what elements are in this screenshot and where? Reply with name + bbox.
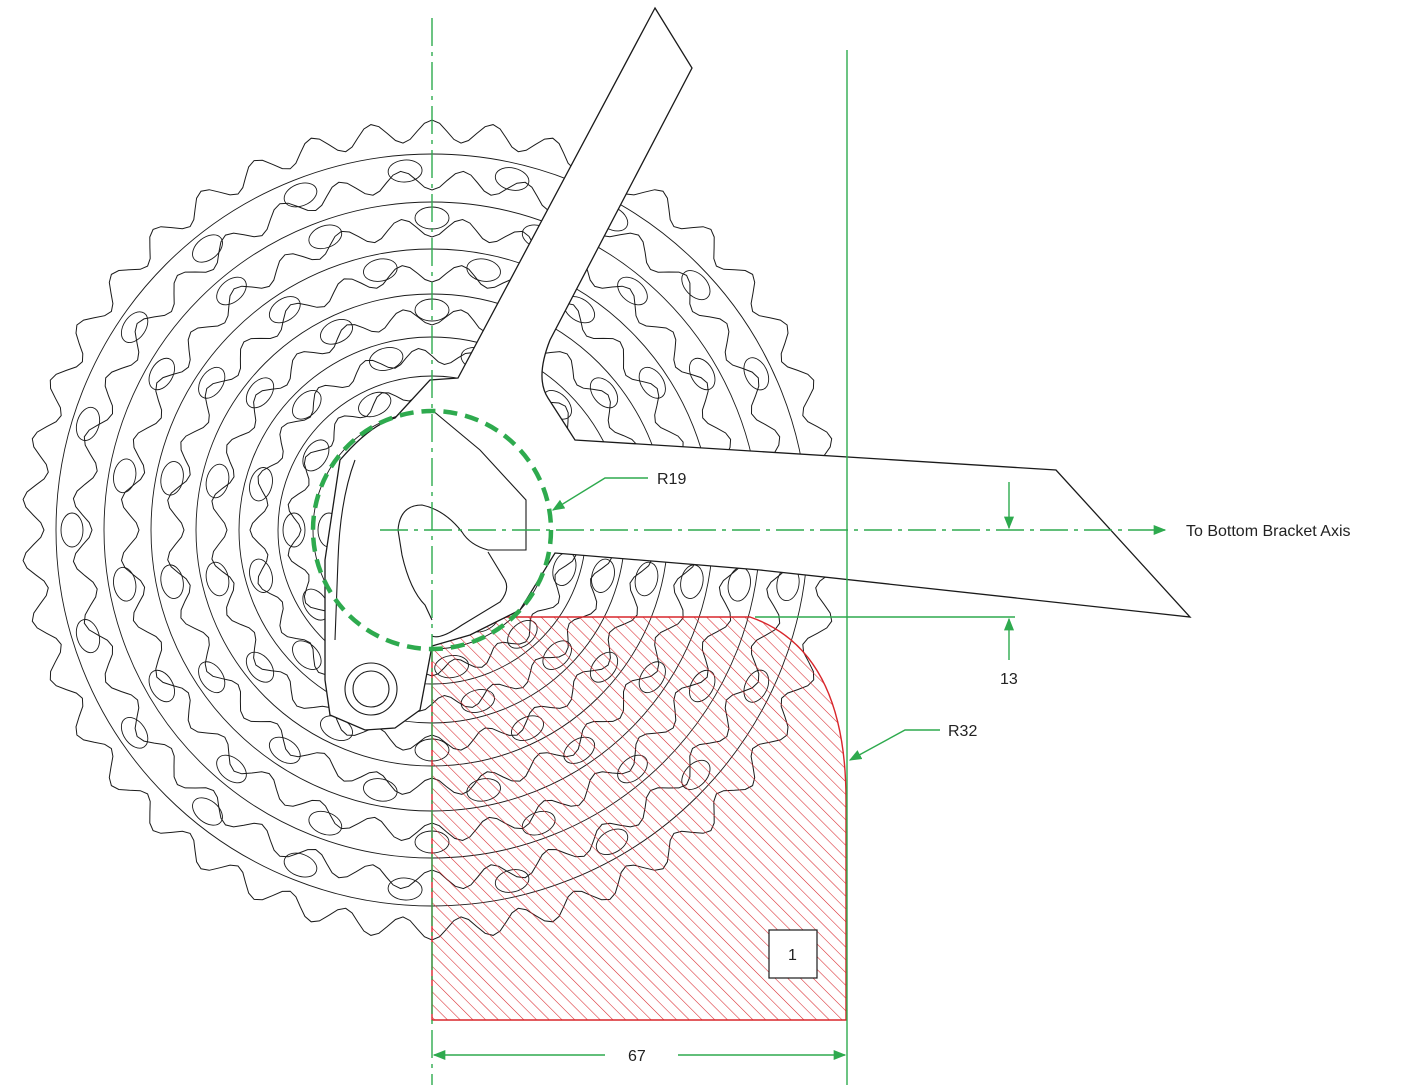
r32-leader (848, 729, 940, 761)
sprocket-cutout (113, 458, 137, 494)
dim-13-label: 13 (1000, 671, 1018, 688)
sprocket-cutout (283, 182, 318, 208)
sprocket-cutout (494, 167, 530, 191)
sprocket-cutout (160, 564, 184, 599)
sprocket-cutout (638, 366, 666, 399)
r19-circle (310, 408, 554, 652)
sprocket-cutout (387, 159, 423, 183)
sprocket-cutout (681, 270, 711, 301)
sprocket-cutout (268, 296, 301, 324)
sprocket-cutout (308, 810, 343, 836)
sprocket-cutout (192, 234, 223, 263)
sprocket-cutout (148, 669, 176, 703)
dim-67-label: 67 (628, 1048, 646, 1065)
sprocket-cutout (60, 512, 84, 548)
sprocket-cutout (198, 366, 226, 399)
sprocket-cutout (160, 461, 184, 496)
frame-stays (324, 6, 1192, 731)
sprocket-cutout (148, 357, 176, 391)
sprocket-cutout (466, 258, 501, 282)
bb-axis-label: To Bottom Bracket Axis (1186, 523, 1351, 540)
sprocket-cutout (249, 467, 273, 502)
zone-number-box (768, 929, 818, 979)
sprocket-cutout (283, 852, 318, 878)
dropout-hanger (334, 409, 527, 716)
sprocket-cutout (358, 391, 392, 418)
sprocket-cutout (302, 439, 330, 472)
sprocket-cutout (634, 561, 659, 597)
r19-leader (551, 477, 648, 511)
sprocket-cutout (249, 558, 273, 593)
sprocket-cutout (205, 561, 230, 597)
r32-label: R32 (948, 723, 977, 740)
sprocket-cutout (369, 347, 404, 371)
sprocket-cutout (688, 357, 716, 391)
sprocket-cutout (292, 390, 322, 420)
sprocket-cutout (743, 357, 770, 391)
sprocket-cutout (727, 566, 751, 602)
sprocket-cutout (245, 651, 275, 683)
sprocket-cutout (216, 754, 247, 784)
sprocket-cutout (198, 661, 226, 694)
r19-label: R19 (657, 471, 686, 488)
sprocket-cutout (308, 224, 343, 250)
sprocket-cutout (363, 258, 398, 282)
sprocket-cutout (216, 276, 247, 306)
sprocket-cutout (205, 463, 230, 499)
sprocket-cutout (192, 797, 223, 826)
sprocket-cutout (282, 512, 306, 548)
sprocket-cutout (680, 564, 704, 599)
sprocket-cutout (363, 778, 398, 802)
sprocket-cutout (320, 318, 353, 345)
sprocket-cutout (589, 377, 619, 409)
sprocket-cutout (120, 716, 149, 749)
sprocket-cutout (75, 619, 101, 654)
sprocket-cutout (120, 311, 149, 344)
sprocket-cutout (387, 877, 423, 901)
sprocket-cutout (75, 406, 101, 441)
sprocket-cutout (113, 566, 137, 602)
sprocket-cutout (591, 558, 615, 593)
zone-number: 1 (788, 947, 797, 964)
sprocket-cutout (292, 640, 322, 670)
sprocket-cutout (268, 736, 301, 764)
clearance-zone-hatched (431, 616, 847, 1021)
sprocket-cutout (617, 276, 648, 306)
sprocket-cutout (245, 377, 275, 409)
